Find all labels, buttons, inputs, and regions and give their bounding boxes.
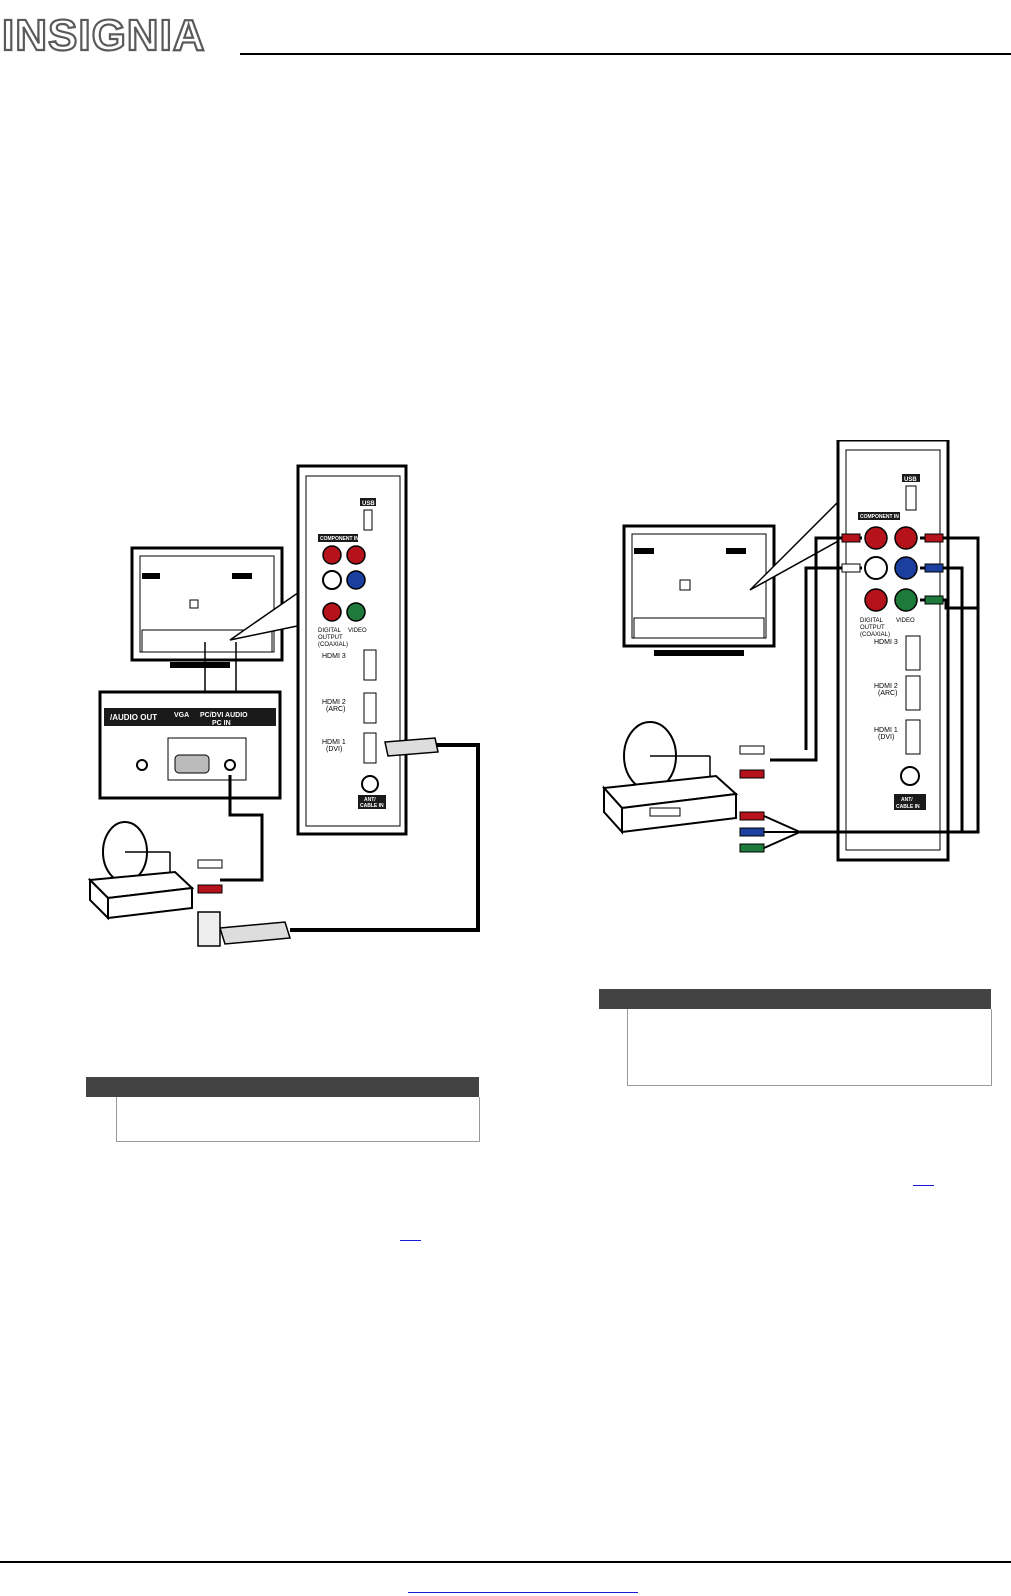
audio-white-jack <box>865 557 887 579</box>
header-rule <box>240 53 1011 55</box>
hdmi2-port-icon <box>364 693 376 723</box>
headphone-jack-icon <box>137 760 147 770</box>
digital-output-label: DIGITAL <box>860 618 884 624</box>
brand-wordmark: INSIGNIA <box>2 11 206 60</box>
hdmi1-label: HDMI 1 <box>874 727 898 734</box>
hdmi2-label: HDMI 2 <box>874 683 898 690</box>
page-reference-link-right[interactable] <box>913 1185 934 1186</box>
cable-in-label: CABLE IN <box>360 803 384 809</box>
component-audio-red-jack <box>323 546 341 564</box>
footer-link[interactable] <box>408 1592 638 1593</box>
vga-port-icon <box>175 755 209 773</box>
side-panel-zoom: /AUDIO OUT VGA PC/DVI AUDIO PC IN <box>100 692 280 798</box>
usb-label: USB <box>362 501 375 507</box>
pc-dvi-audio-label: PC/DVI AUDIO <box>200 712 248 719</box>
hdmi1-port-icon <box>906 720 920 754</box>
diagram-left: /AUDIO OUT VGA PC/DVI AUDIO PC IN USB CO… <box>80 460 500 960</box>
tv-back-illustration <box>132 548 282 668</box>
component-in-label: COMPONENT IN <box>320 536 359 542</box>
hdmi1-sub: (DVI) <box>326 746 342 753</box>
usb-label: USB <box>904 477 917 483</box>
white-rca-plug <box>198 860 222 868</box>
cable-in-label: CABLE IN <box>896 804 920 810</box>
hdmi1-port-icon <box>364 733 376 763</box>
component-in-label: COMPONENT IN <box>860 514 899 520</box>
pr-jack <box>347 546 365 564</box>
audio-out-label: /AUDIO OUT <box>110 713 157 722</box>
red-rca-plug <box>740 770 764 778</box>
insignia-logo: INSIGNIA <box>0 6 240 64</box>
tv-back-illustration <box>624 526 774 656</box>
note-header-right <box>599 989 991 1009</box>
digital-output-jack <box>323 603 341 621</box>
audio-red-jack <box>865 527 887 549</box>
hdmi1-label: HDMI 1 <box>322 739 346 746</box>
note-box-right <box>627 1009 992 1086</box>
video-label: VIDEO <box>896 618 915 624</box>
hdmi3-label: HDMI 3 <box>874 639 898 646</box>
hdmi2-label: HDMI 2 <box>322 699 346 706</box>
hdmi2-sub: (ARC) <box>878 690 897 697</box>
antenna-port-icon <box>362 776 378 792</box>
rear-panel-zoom: USB COMPONENT IN DIGITAL OUTPUT (COAXIAL… <box>298 466 406 834</box>
rear-panel-zoom: USB COMPONENT IN DIGITAL OUTPUT (COAXIAL… <box>838 440 948 860</box>
pc-in-label: PC IN <box>212 720 231 727</box>
hdmi2-port-icon <box>906 676 920 710</box>
satellite-receiver-illustration <box>90 822 192 918</box>
diagram-right: USB COMPONENT IN DIGITAL OUTPUT (COAXIAL… <box>590 440 1010 870</box>
hdmi2-sub: (ARC) <box>326 706 345 713</box>
y-jack <box>895 589 917 611</box>
pb-jack <box>895 557 917 579</box>
video-label: VIDEO <box>348 628 367 634</box>
dvi-plug-icon <box>220 922 290 944</box>
red-rca-plug <box>198 885 222 893</box>
page-reference-link-left[interactable] <box>400 1240 421 1241</box>
hdmi3-port-icon <box>364 650 376 680</box>
pb-jack <box>347 571 365 589</box>
digital-output-jack <box>865 589 887 611</box>
digital-output-label-3: (COAXIAL) <box>860 632 890 638</box>
satellite-receiver-illustration <box>604 722 736 832</box>
footer-rule <box>0 1561 1011 1563</box>
usb-port-icon <box>906 486 916 510</box>
audio-white-jack <box>323 571 341 589</box>
video-y-jack <box>347 603 365 621</box>
vga-label: VGA <box>174 712 189 719</box>
digital-output-label-2: OUTPUT <box>860 625 885 631</box>
antenna-port-icon <box>901 767 919 785</box>
digital-output-label-3: (COAXIAL) <box>318 642 348 648</box>
pc-audio-jack-icon <box>225 760 235 770</box>
hdmi-plug-icon <box>385 738 438 756</box>
white-rca-plug <box>740 746 764 754</box>
note-header-left <box>86 1077 479 1097</box>
ant-label: ANT/ <box>901 797 913 803</box>
digital-output-label-2: OUTPUT <box>318 635 343 641</box>
hdmi3-port-icon <box>906 636 920 670</box>
hdmi3-label: HDMI 3 <box>322 653 346 660</box>
pr-jack <box>895 527 917 549</box>
hdmi1-sub: (DVI) <box>878 734 894 741</box>
digital-output-label: DIGITAL <box>318 628 342 634</box>
note-box-left <box>116 1097 480 1142</box>
usb-port-icon <box>364 510 372 530</box>
